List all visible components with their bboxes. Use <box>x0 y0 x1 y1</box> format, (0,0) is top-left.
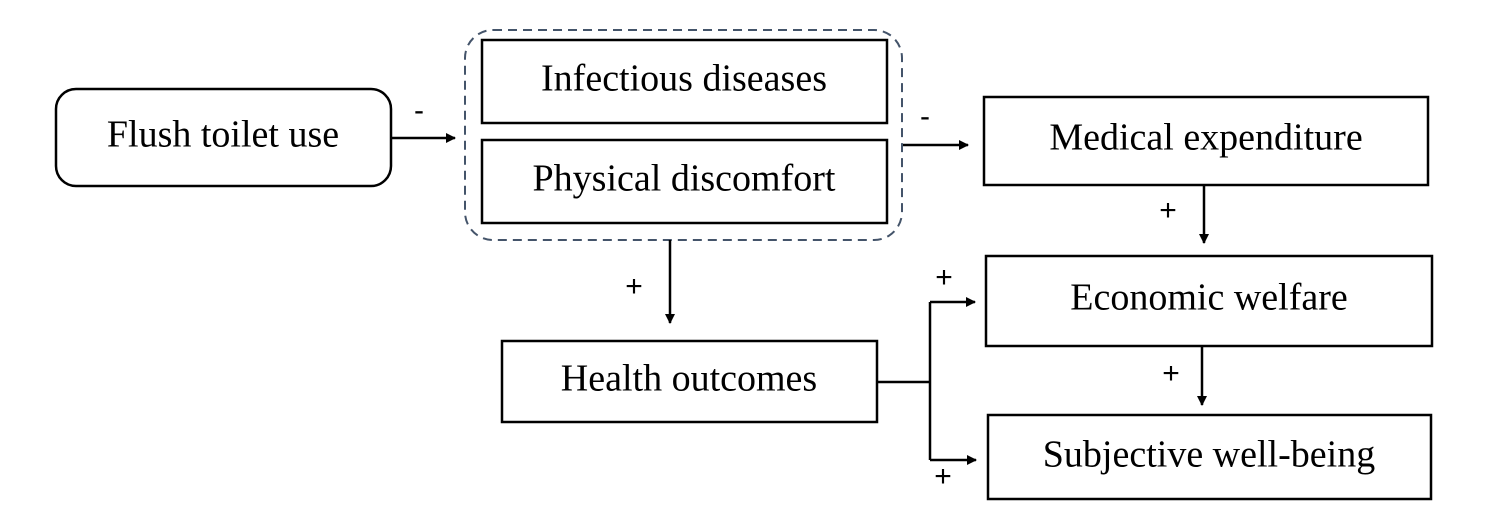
node-label-flush-toilet-use: Flush toilet use <box>107 114 339 156</box>
edge-health-branch <box>877 302 932 460</box>
sign-group-to-health: + <box>625 270 643 303</box>
node-label-economic-welfare: Economic welfare <box>1070 277 1347 319</box>
node-label-infectious-diseases: Infectious diseases <box>541 58 827 100</box>
node-label-health-outcomes: Health outcomes <box>561 358 817 400</box>
node-label-subjective-well-being: Subjective well-being <box>1043 434 1375 476</box>
sign-toilet-to-group: - <box>414 94 424 127</box>
node-physical-discomfort: Physical discomfort <box>480 138 889 225</box>
node-flush-toilet-use: Flush toilet use <box>54 87 393 188</box>
sign-health-to-wellbeing: + <box>934 460 952 493</box>
sign-health-to-economic: + <box>935 261 953 294</box>
health-mechanism-group <box>464 29 903 241</box>
node-infectious-diseases: Infectious diseases <box>480 38 889 125</box>
node-label-medical-expenditure: Medical expenditure <box>1049 117 1362 159</box>
node-economic-welfare: Economic welfare <box>984 254 1434 348</box>
node-health-outcomes: Health outcomes <box>500 339 879 424</box>
sign-medical-to-economic: + <box>1159 194 1177 227</box>
sign-economic-to-wellbeing: + <box>1162 357 1180 390</box>
node-label-physical-discomfort: Physical discomfort <box>533 158 836 200</box>
sign-group-to-medical: - <box>920 100 930 133</box>
node-medical-expenditure: Medical expenditure <box>982 95 1430 187</box>
node-subjective-well-being: Subjective well-being <box>986 413 1433 501</box>
